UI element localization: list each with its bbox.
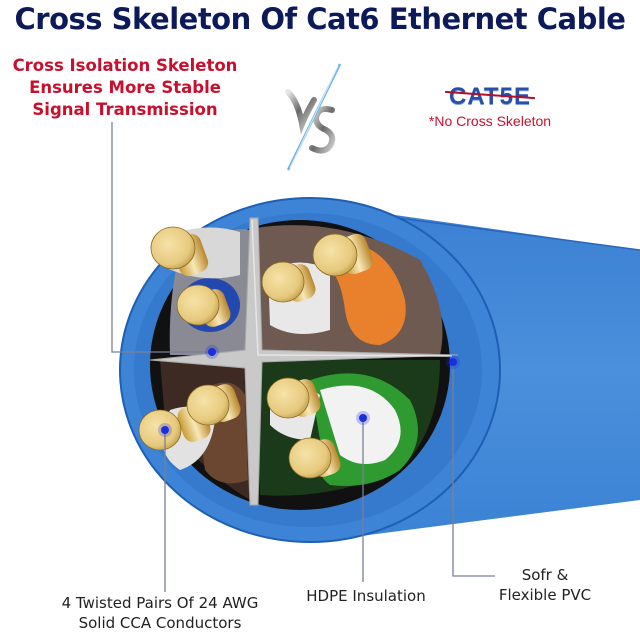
callout-dots [158,345,460,437]
skeleton-callout: Cross Isolation Skeleton Ensures More St… [0,55,250,121]
cat5e-logo: CAT5E [445,83,535,111]
hdpe-label: HDPE Insulation [306,587,426,605]
hdpe-dot-icon [359,414,367,422]
pvc-label: Sofr & Flexible PVC [485,565,605,605]
conductor-3 [261,261,316,303]
conductors-label-line-1: 4 Twisted Pairs Of 24 AWG [61,594,259,612]
copper-conductors [138,226,373,479]
conductors-label: 4 Twisted Pairs Of 24 AWG Solid CCA Cond… [40,593,280,633]
cat5e-note: *No Cross Skeleton [428,113,552,129]
vs-icon [285,63,342,171]
pvc-dot-icon [449,358,457,366]
conductor-dot-icon [161,426,169,434]
skeleton-callout-line-3: Signal Transmission [32,100,218,119]
conductors-label-line-2: Solid CCA Conductors [78,614,242,632]
conductor-6 [186,384,241,426]
conductor-1 [150,226,209,277]
skeleton-dot-icon [208,348,216,356]
skeleton-leader-line [111,122,212,353]
conductor-8 [288,437,341,479]
cross-skeleton [149,217,459,506]
pvc-leader-line [452,362,495,577]
page-title: Cross Skeleton Of Cat6 Ethernet Cable [14,2,626,36]
skeleton-callout-line-1: Cross Isolation Skeleton [12,56,238,75]
conductor-2 [176,284,231,327]
pvc-label-line-2: Flexible PVC [498,586,592,604]
callout-lines [111,122,495,592]
conductor-4 [312,233,373,277]
pvc-label-line-1: Sofr & [521,566,569,584]
skeleton-callout-line-2: Ensures More Stable [29,78,221,97]
cat5e-comparison: CAT5E *No Cross Skeleton [410,83,570,129]
conductor-7 [266,377,321,419]
